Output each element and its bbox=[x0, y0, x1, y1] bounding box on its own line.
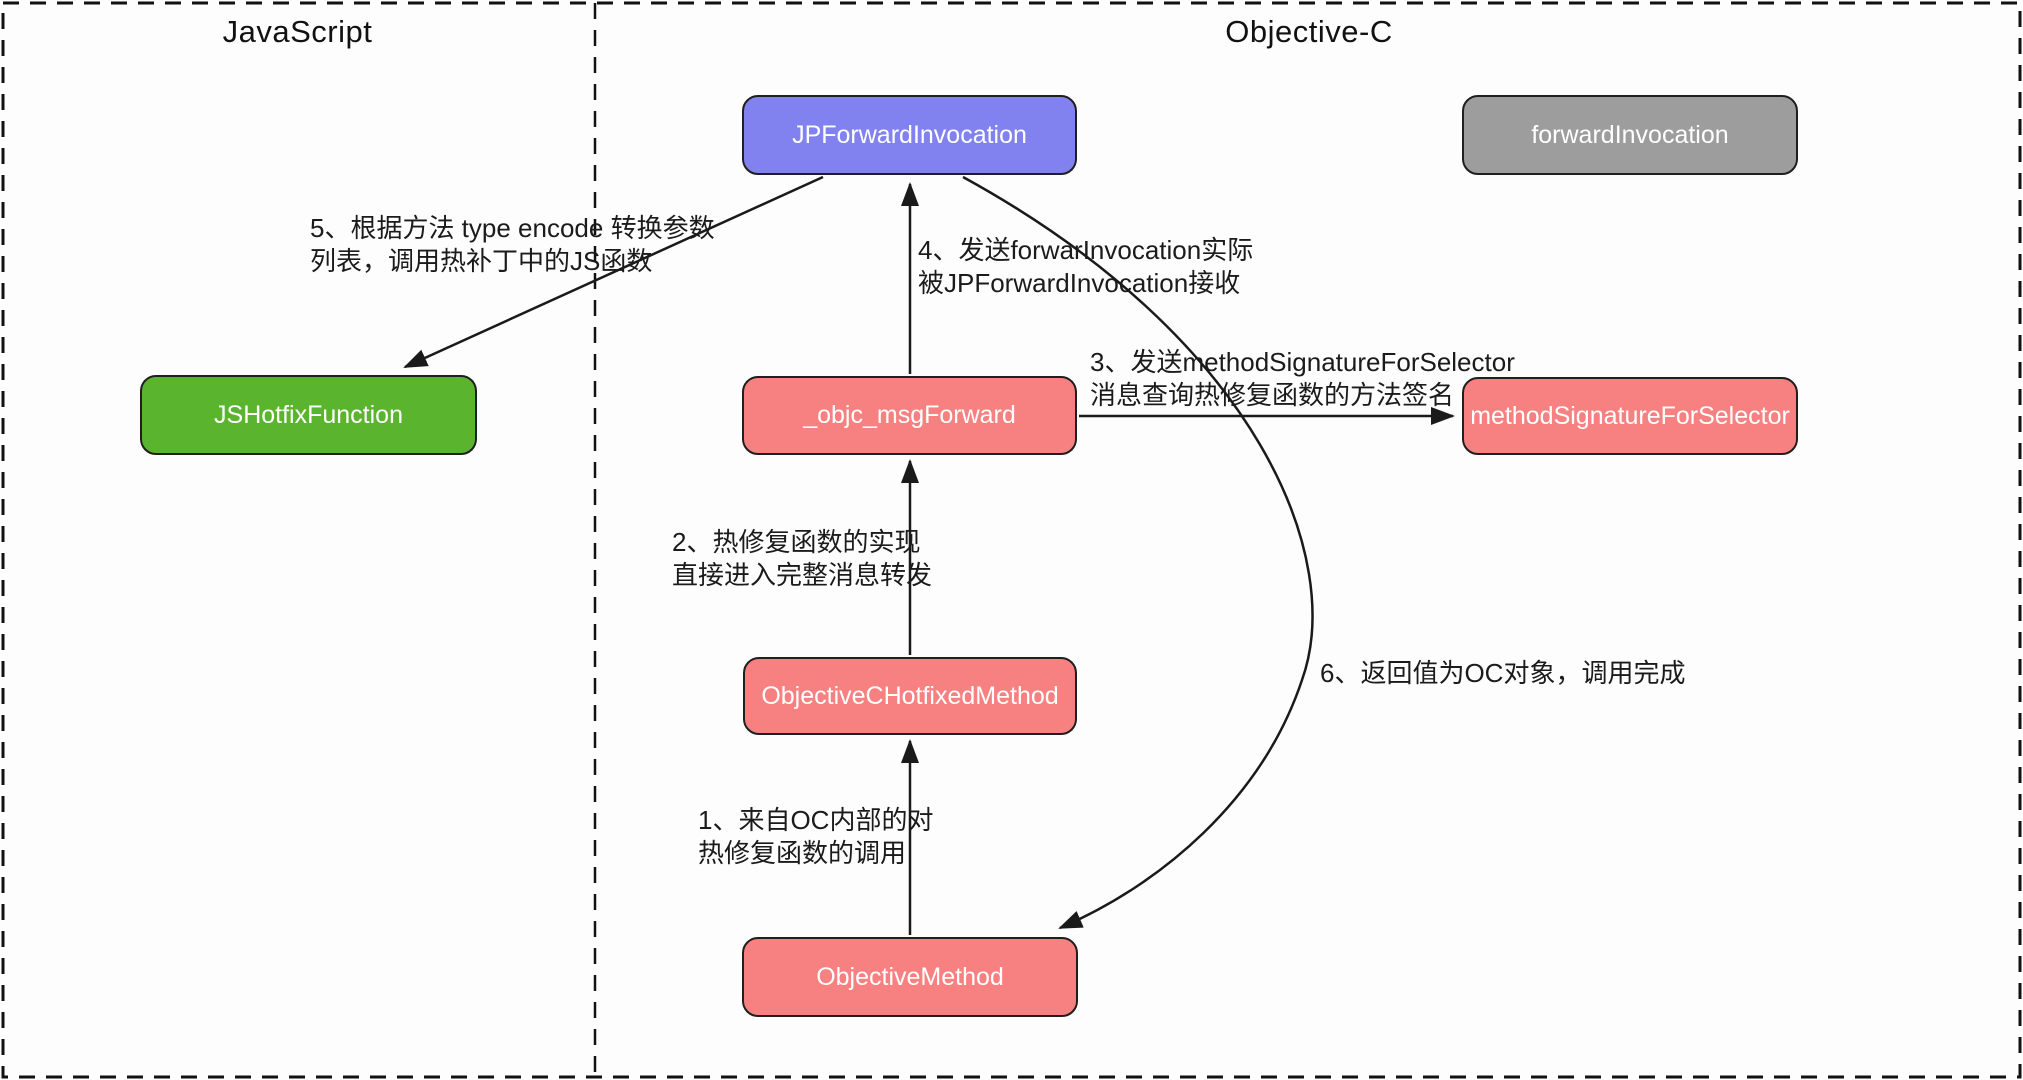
node-jshotfixfunction: JSHotfixFunction bbox=[140, 375, 477, 455]
annotation-line: 5、根据方法 type encode 转换参数 bbox=[310, 213, 715, 243]
node-label: ObjectiveMethod bbox=[816, 962, 1004, 991]
arrow-step5-jpforwardinvocation-to-jshotfixfunction bbox=[403, 175, 824, 369]
annotation-step2: 2、热修复函数的实现 直接进入完整消息转发 bbox=[672, 526, 932, 592]
section-title-objective-c: Objective-C bbox=[1225, 14, 1393, 49]
arrow-step6-return-curve bbox=[962, 175, 1314, 930]
node-objectivemethod: ObjectiveMethod bbox=[742, 937, 1078, 1017]
annotation-line: 消息查询热修复函数的方法签名 bbox=[1090, 380, 1455, 410]
node-label: methodSignatureForSelector bbox=[1470, 401, 1790, 430]
annotation-line: 被JPForwardInvocation接收 bbox=[918, 268, 1241, 298]
annotation-step3: 3、发送methodSignatureForSelector 消息查询热修复函数… bbox=[1090, 346, 1515, 412]
node-forwardinvocation: forwardInvocation bbox=[1462, 95, 1798, 175]
annotation-step5: 5、根据方法 type encode 转换参数 列表，调用热补丁中的JS函数 bbox=[310, 212, 715, 278]
annotation-line: 2、热修复函数的实现 bbox=[672, 527, 921, 557]
node-label: forwardInvocation bbox=[1531, 120, 1729, 149]
node-label: _objc_msgForward bbox=[803, 401, 1016, 429]
annotation-line: 直接进入完整消息转发 bbox=[672, 560, 933, 590]
annotation-line: 6、返回值为OC对象，调用完成 bbox=[1320, 658, 1686, 688]
section-title-javascript: JavaScript bbox=[222, 14, 373, 49]
node-label: JSHotfixFunction bbox=[214, 400, 403, 429]
annotation-line: 1、来自OC内部的对 bbox=[698, 805, 934, 835]
node-objc-msgforward: _objc_msgForward bbox=[742, 376, 1077, 455]
node-jpforwardinvocation: JPForwardInvocation bbox=[742, 95, 1077, 175]
node-label: ObjectiveCHotfixedMethod bbox=[761, 681, 1059, 710]
node-methodsignatureforselector: methodSignatureForSelector bbox=[1462, 377, 1798, 455]
node-objectivechotfixedmethod: ObjectiveCHotfixedMethod bbox=[743, 657, 1077, 735]
annotation-line: 3、发送methodSignatureForSelector bbox=[1090, 347, 1515, 377]
annotation-step6: 6、返回值为OC对象，调用完成 bbox=[1320, 657, 1685, 690]
annotation-step1: 1、来自OC内部的对 热修复函数的调用 bbox=[698, 804, 933, 870]
annotation-step4: 4、发送forwarInvocation实际 被JPForwardInvocat… bbox=[918, 234, 1253, 300]
annotation-line: 列表，调用热补丁中的JS函数 bbox=[310, 246, 653, 276]
annotation-line: 热修复函数的调用 bbox=[698, 838, 907, 868]
annotation-line: 4、发送forwarInvocation实际 bbox=[918, 235, 1254, 265]
node-label: JPForwardInvocation bbox=[792, 120, 1027, 149]
